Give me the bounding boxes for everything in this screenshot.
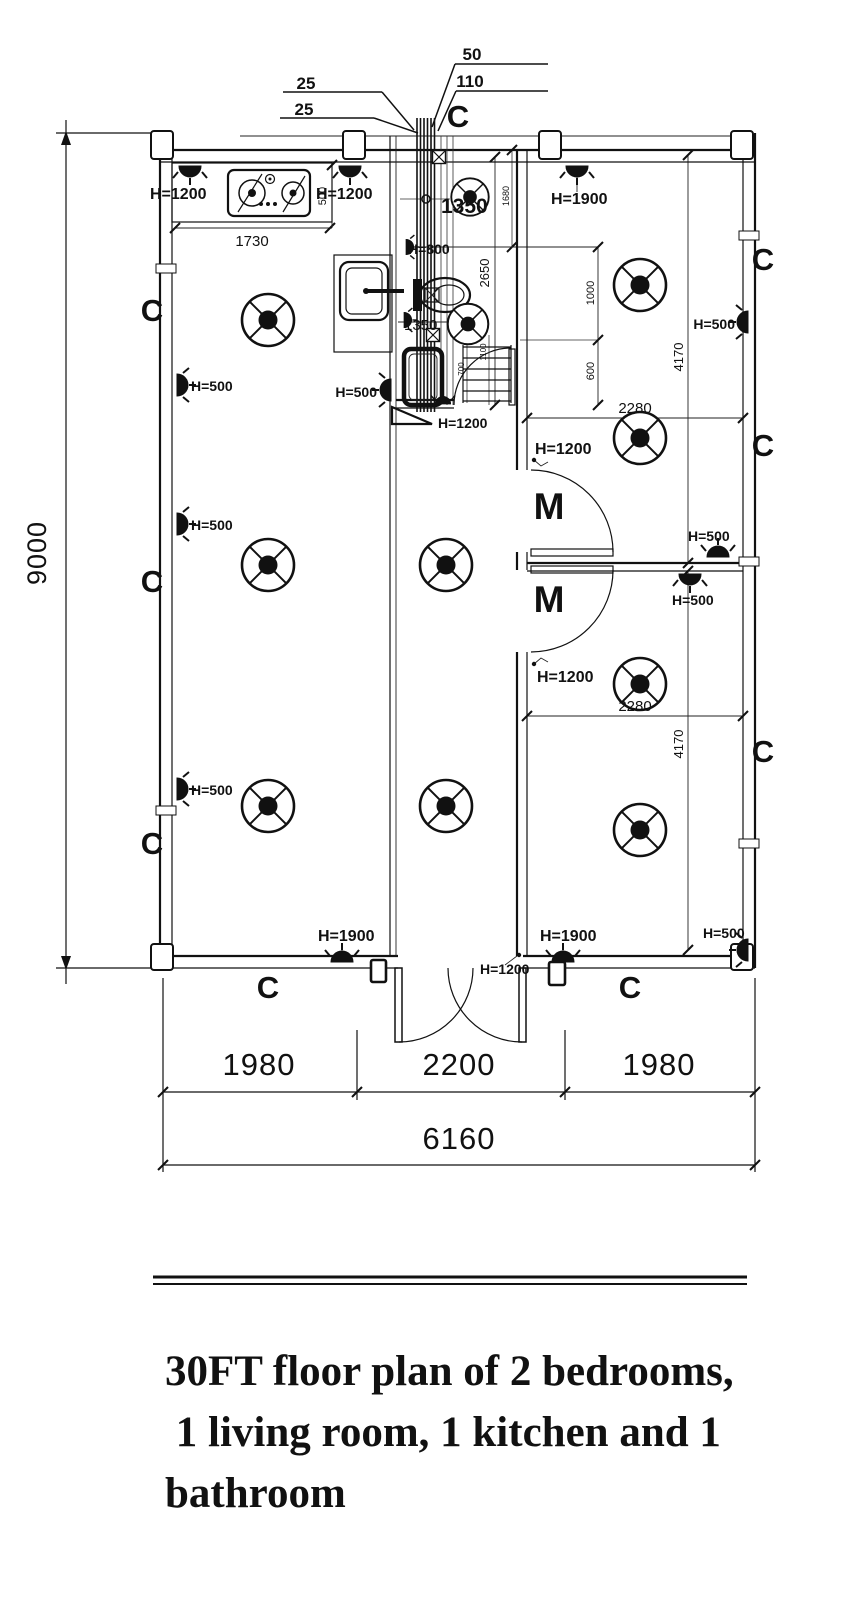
height-label: H=1200 [438, 415, 488, 431]
dim-bedroom1-depth: 4170 [671, 343, 686, 372]
height-label: H=500 [693, 316, 735, 332]
ceiling-light-icon [418, 778, 474, 834]
callout-25b: 25 [295, 100, 314, 119]
dim-bath-light-a: 1350 [441, 195, 488, 218]
callout-25a: 25 [297, 74, 316, 93]
dim-bath-height: 2650 [477, 259, 492, 288]
height-label: H=500 [191, 782, 233, 798]
height-label: H=1900 [318, 928, 375, 945]
plan-title-line-2: 1 living room, 1 kitchen and 1 [165, 1409, 721, 1456]
corner-mark-left-2: C [141, 564, 163, 599]
height-label: H=1900 [551, 191, 608, 208]
wall-light-icon [172, 165, 208, 186]
height-label: H=500 [688, 528, 730, 544]
ceiling-light-icon [240, 537, 296, 593]
fixtures [171, 149, 614, 1043]
height-label: H=500 [191, 378, 233, 394]
dim-door-1100: 1100 [479, 343, 488, 361]
ramp-icon [390, 405, 433, 426]
dim-seg-600: 600 [585, 362, 597, 380]
height-label: H=800 [408, 241, 450, 257]
ceiling-light-icon [612, 410, 668, 466]
dim-bedroom2-depth: 4170 [671, 730, 686, 759]
toilet-icon [413, 276, 472, 314]
height-label: H=500 [672, 592, 714, 608]
bathroom-door [453, 347, 516, 406]
sink-icon [338, 260, 404, 322]
steps [462, 345, 512, 403]
lights [172, 165, 749, 968]
ceiling-light-icon [418, 537, 474, 593]
corner-mark-right-2: C [752, 428, 774, 463]
callout-110: 110 [456, 72, 483, 91]
height-label: H=1200 [150, 186, 207, 203]
dim-bottom-total: 6160 [423, 1121, 496, 1156]
ceiling-light-icon [612, 257, 668, 313]
ceiling-light-icon [612, 802, 668, 858]
title-block: 30FT floor plan of 2 bedrooms, 1 living … [153, 1275, 747, 1517]
kitchen-counter [171, 162, 333, 223]
walls [150, 118, 760, 987]
corner-mark-bottom-2: C [619, 970, 641, 1005]
height-label: H=1200 [535, 441, 592, 458]
plan-title-line-3: bathroom [165, 1470, 346, 1517]
dim-bath-top: 1680 [501, 186, 511, 206]
height-label: H=1200 [316, 186, 373, 203]
wall-light-icon [559, 165, 595, 186]
height-label: H=1200 [537, 669, 594, 686]
corner-mark-bottom-1: C [257, 970, 279, 1005]
stove-icon [226, 168, 312, 218]
dim-door-700: 700 [457, 362, 466, 376]
callout-50: 50 [463, 45, 482, 64]
door-mark-2: M [534, 579, 565, 620]
arrow-up-icon [61, 131, 71, 145]
dim-bath-light-b: 1350 [404, 317, 437, 334]
height-label: H=500 [191, 517, 233, 533]
height-label: H=500 [335, 384, 377, 400]
dim-bottom-seg-1: 1980 [223, 1047, 296, 1082]
door-mark-1: M [534, 486, 565, 527]
corner-mark-top: C [447, 99, 469, 134]
wall-light-icon [545, 942, 581, 963]
dim-side-total: 9000 [22, 521, 52, 585]
labels: C C C C C C C C C M M 25 25 50 110 H=120… [22, 45, 774, 1156]
wall-light-icon [324, 942, 360, 963]
ceiling-light-icon [240, 778, 296, 834]
vent-fan-icon [431, 149, 447, 165]
ceiling-light-icon [240, 292, 296, 348]
corner-mark-left-1: C [141, 293, 163, 328]
corner-mark-left-3: C [141, 826, 163, 861]
ceiling-light-icon [446, 302, 490, 346]
wall-light-icon [332, 165, 368, 186]
height-label: H=1200 [480, 961, 530, 977]
dim-bedroom1-width: 2280 [618, 400, 651, 417]
dimension-lines [56, 63, 761, 1172]
corner-mark-right-3: C [752, 734, 774, 769]
height-label: H=500 [703, 925, 745, 941]
arrow-down-icon [61, 956, 71, 970]
corner-mark-right-1: C [752, 242, 774, 277]
bedroom-door-2 [530, 565, 614, 653]
wall-light-icon [672, 573, 708, 594]
height-label: H=1900 [540, 928, 597, 945]
bedroom-door-1 [530, 469, 614, 557]
dim-counter-width: 1730 [235, 233, 268, 250]
dim-seg-1000: 1000 [585, 281, 597, 305]
plan-title-line-1: 30FT floor plan of 2 bedrooms, [165, 1348, 734, 1395]
dim-bottom-seg-3: 1980 [623, 1047, 696, 1082]
sink-counter [333, 254, 393, 353]
dim-bedroom2-width: 2280 [618, 698, 651, 715]
dim-bottom-seg-2: 2200 [423, 1047, 496, 1082]
shower-tray-icon [401, 346, 445, 408]
dim-counter-depth: 500 [317, 187, 329, 205]
entrance-double-door [394, 967, 527, 1043]
